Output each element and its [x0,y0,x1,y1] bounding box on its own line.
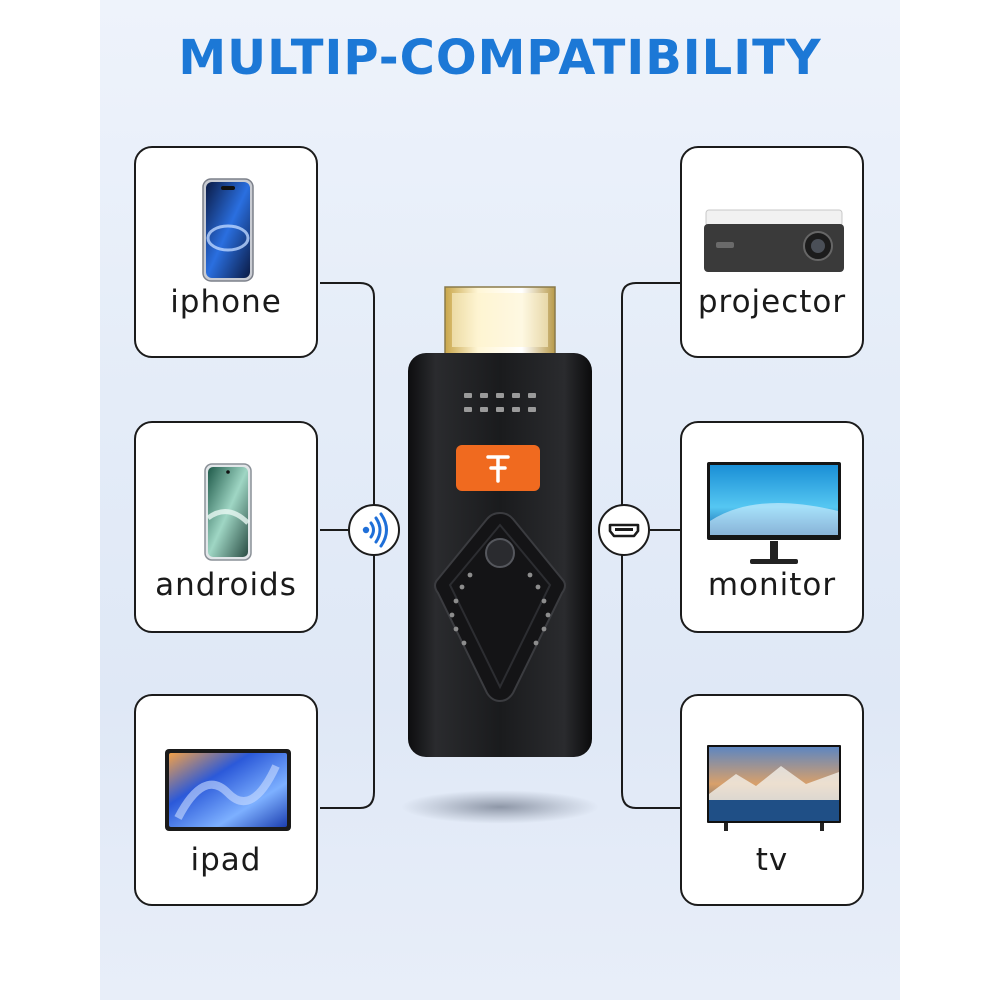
card-projector: projector [680,146,864,358]
device-shadow [400,790,600,824]
power-button [485,538,515,568]
page-title: MULTIP-COMPATIBILITY [178,30,822,86]
card-label-projector: projector [697,284,847,320]
card-androids: androids [134,421,318,633]
card-monitor: monitor [680,421,864,633]
hdmi-port-icon [608,523,640,538]
hdmi-dongle [408,286,592,757]
vent-holes [464,393,536,412]
card-label-androids: androids [155,567,297,603]
hdmi-plug [444,286,556,356]
android-phone-image [204,463,252,561]
card-tv: tv [680,694,864,906]
card-label-iphone: iphone [170,284,282,320]
card-label-ipad: ipad [190,842,262,878]
brand-logo-icon [456,445,540,491]
card-iphone: iphone [134,146,318,358]
projector-image [704,209,844,272]
ipad-image [165,749,291,831]
iphone-image [202,178,254,282]
hdmi-badge [598,504,650,556]
wireless-badge [348,504,400,556]
wireless-signal-icon [362,512,388,548]
tv-image [707,745,841,831]
card-label-monitor: monitor [707,567,837,603]
monitor-image [707,462,841,564]
card-ipad: ipad [134,694,318,906]
card-label-tv: tv [755,842,789,878]
indicator-dots [449,572,551,646]
